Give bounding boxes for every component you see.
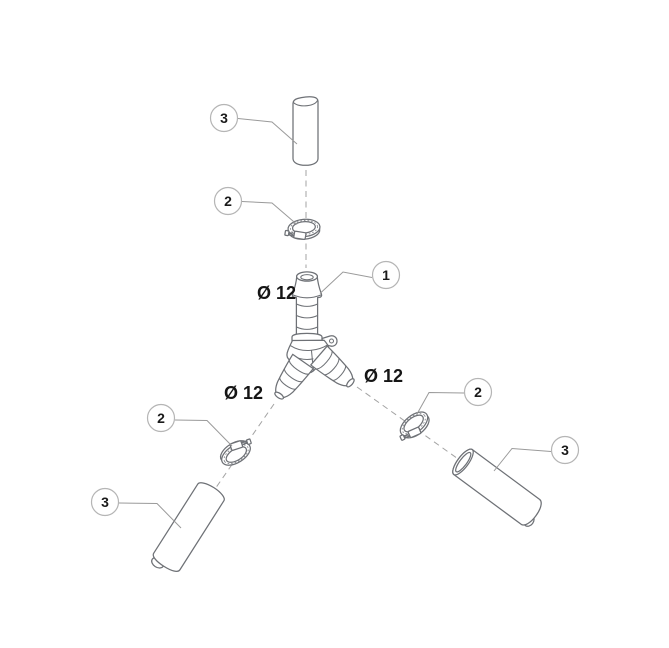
callout-2-top[interactable]: 2: [213, 186, 243, 216]
callout-2-top-number: 2: [224, 193, 232, 209]
hose-top: [292, 96, 319, 166]
callout-3-right-number: 3: [561, 442, 569, 458]
callout-3-left-number: 3: [101, 494, 109, 510]
diameter-label-left: Ø 12: [224, 383, 263, 403]
callout-3-right[interactable]: 3: [550, 435, 580, 465]
callout-1-number: 1: [382, 267, 390, 283]
leader-clamp-right: [416, 391, 465, 415]
hose-clamp-top: [282, 217, 322, 242]
hose-left: [151, 482, 225, 572]
callout-1[interactable]: 1: [371, 260, 401, 290]
hose-right: [452, 448, 542, 527]
assembly-axis-left: [214, 403, 275, 490]
hose-clamp-left: [215, 432, 259, 471]
leader-clamp-left: [174, 419, 233, 447]
callout-3-top[interactable]: 3: [209, 103, 239, 133]
callout-2-right-number: 2: [474, 384, 482, 400]
diameter-label-right: Ø 12: [364, 366, 403, 386]
leader-hose-top: [237, 118, 298, 145]
callout-2-left[interactable]: 2: [146, 403, 176, 433]
y-connector: [266, 271, 361, 406]
callout-3-left[interactable]: 3: [90, 487, 120, 517]
callout-2-left-number: 2: [157, 410, 165, 426]
leader-clamp-top: [241, 201, 298, 225]
hose-clamp-right: [392, 406, 435, 447]
leader-hose-left: [118, 502, 182, 529]
callout-3-top-number: 3: [220, 110, 228, 126]
diameter-label-top: Ø 12: [257, 283, 296, 303]
leader-connector: [319, 271, 373, 294]
callout-2-right[interactable]: 2: [463, 377, 493, 407]
leader-hose-right: [493, 447, 552, 472]
